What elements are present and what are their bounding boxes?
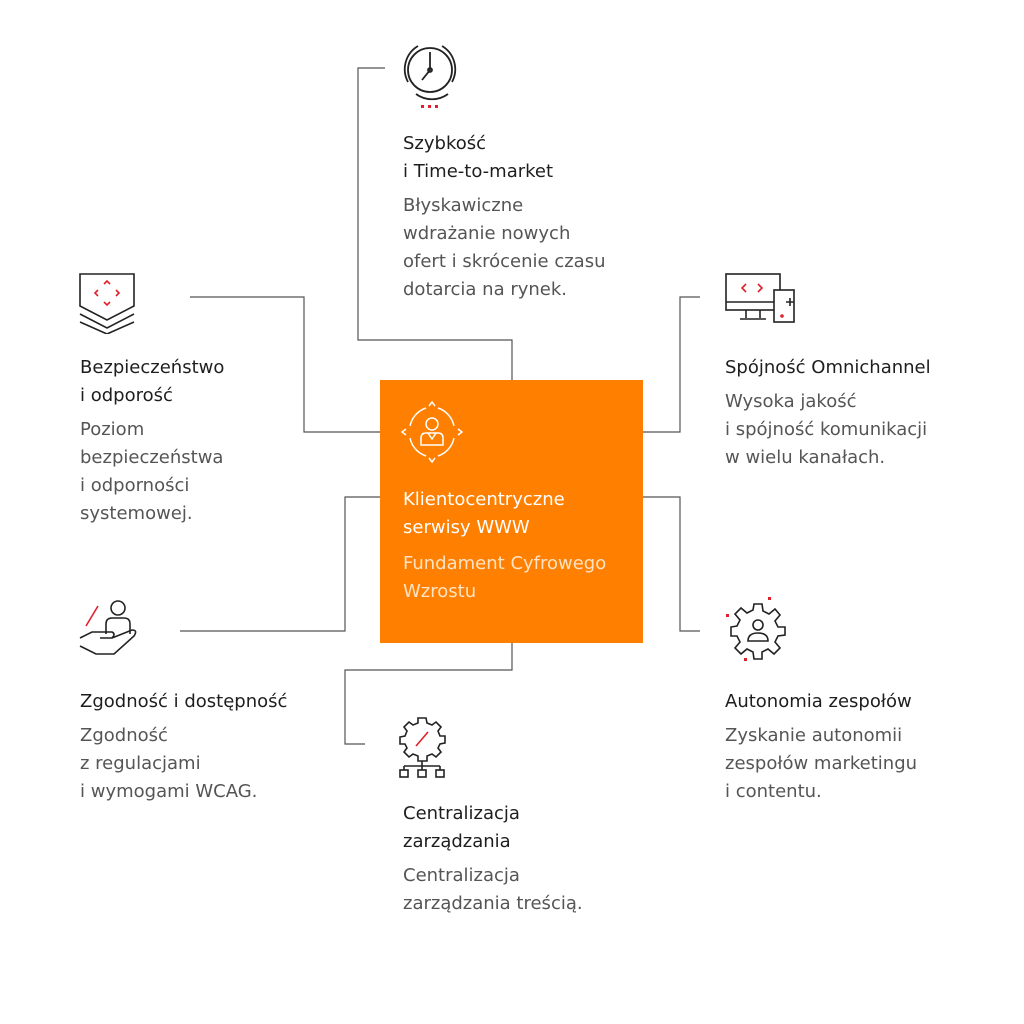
team-gear-icon xyxy=(726,597,786,661)
accessibility-icon xyxy=(79,600,137,655)
benefit-title: Autonomia zespołów xyxy=(725,691,912,712)
connector-centralization xyxy=(344,643,513,745)
customer-centric-icon xyxy=(400,400,464,464)
clock-icon xyxy=(403,45,457,108)
hierarchy-icon xyxy=(399,717,446,778)
connector-autonomy xyxy=(643,496,700,632)
connector-omnichannel xyxy=(643,296,700,433)
devices-icon xyxy=(725,273,795,323)
connector-speed xyxy=(357,67,513,380)
connector-compliance xyxy=(180,496,380,632)
shield-icon xyxy=(79,273,135,334)
benefit-title: Spójność Omnichannel xyxy=(725,357,931,378)
benefit-title: Zgodność i dostępność xyxy=(80,691,288,712)
connector-security xyxy=(190,296,380,433)
